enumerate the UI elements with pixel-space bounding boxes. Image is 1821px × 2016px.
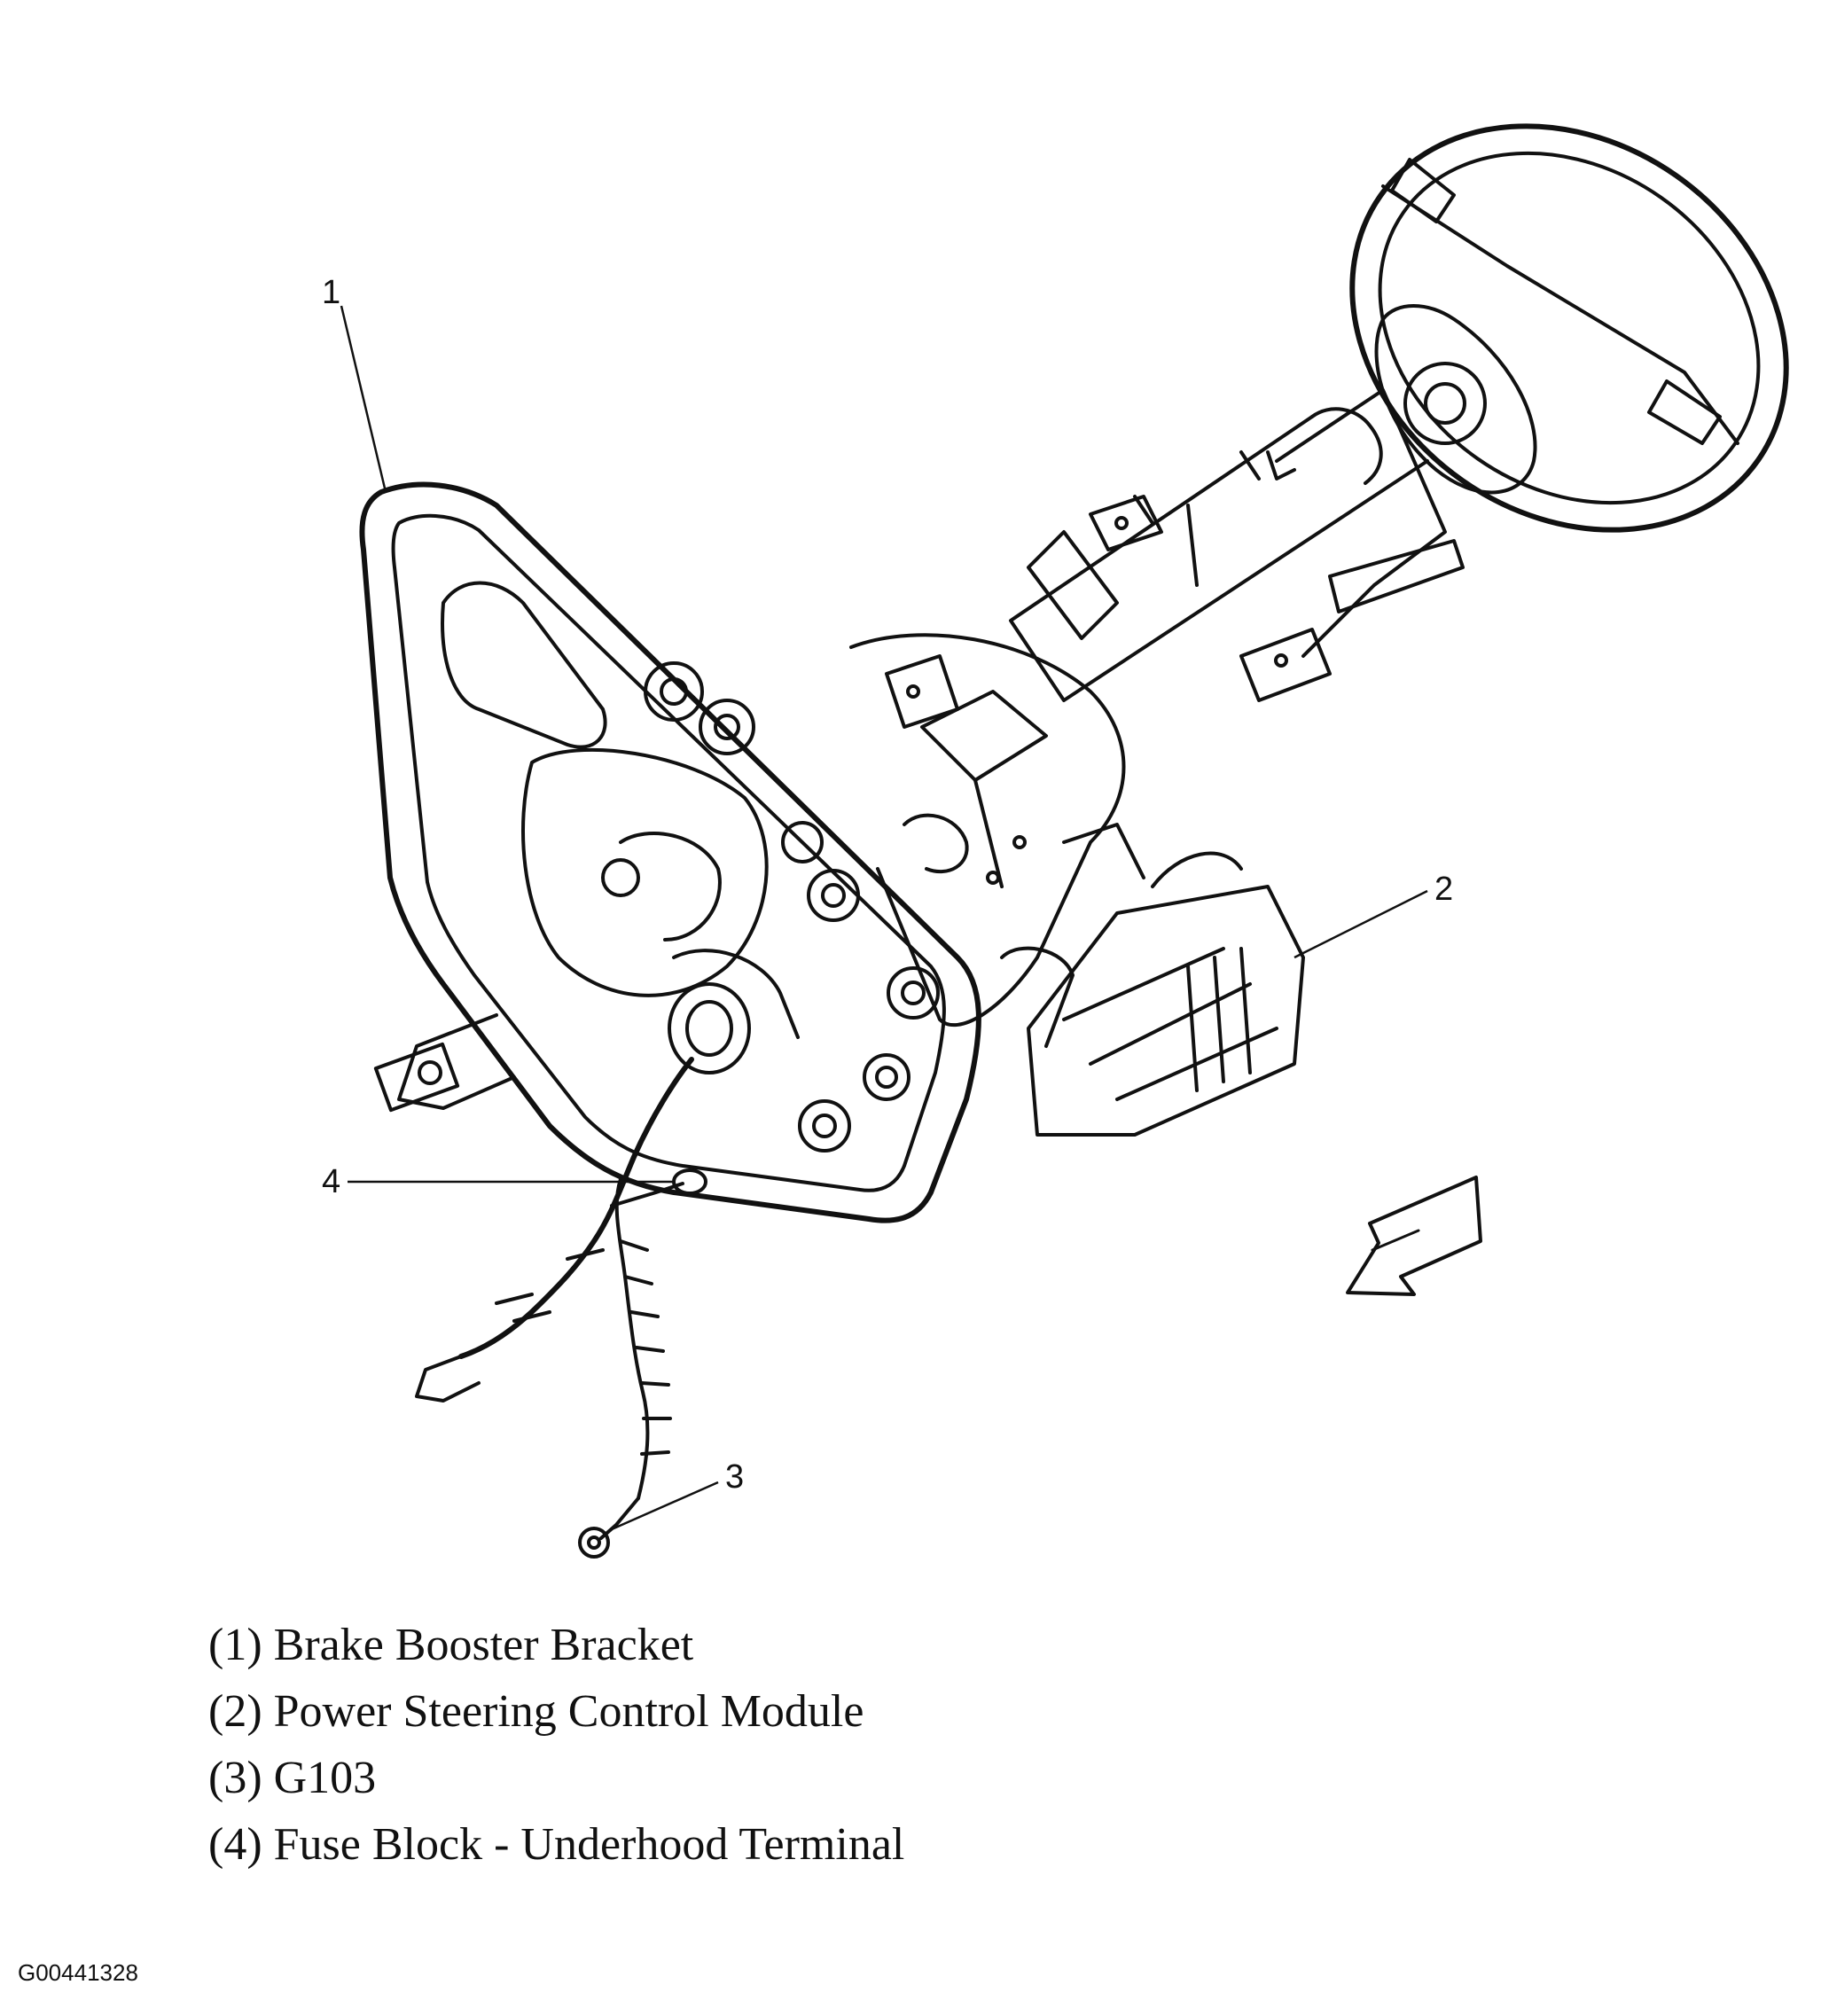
leader-line-2 (1293, 889, 1428, 959)
legend-item: (4) Fuse Block - Underhood Terminal (208, 1819, 905, 1870)
callout-4: 4 (322, 1163, 340, 1200)
legend-item: (3) G103 (208, 1753, 377, 1803)
callout-3: 3 (725, 1458, 744, 1496)
legend: (1) Brake Booster Bracket (2) Power Stee… (208, 1612, 904, 1878)
leader-line-3 (611, 1481, 719, 1531)
brake-booster-bracket (359, 481, 981, 1223)
direction-arrow (1346, 1176, 1482, 1296)
steering-wheel (1349, 123, 1789, 533)
power-steering-control-module (1000, 823, 1305, 1137)
legend-item: (1) Brake Booster Bracket (208, 1620, 694, 1670)
wiring-harness (415, 1057, 707, 1559)
column-housing (849, 633, 1126, 1028)
leader-line-1 (340, 305, 387, 493)
steering-column-shaft (885, 388, 1465, 729)
callout-2: 2 (1434, 871, 1453, 908)
callout-1: 1 (322, 274, 340, 311)
side-connector (373, 1013, 516, 1113)
figure-id: G00441328 (18, 1959, 138, 1986)
legend-item: (2) Power Steering Control Module (208, 1686, 864, 1737)
